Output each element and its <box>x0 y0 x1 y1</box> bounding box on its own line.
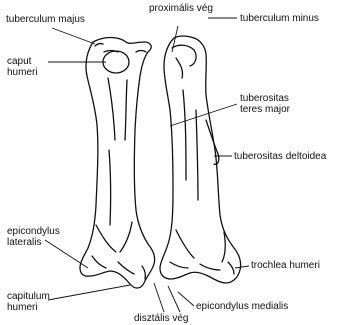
label-tuberculum-minus: tuberculum minus <box>240 13 319 24</box>
label-caput-humeri-line2: humeri <box>7 67 38 78</box>
label-tuberositas-teres-major-line1: tuberositas <box>240 93 289 104</box>
label-capitulum-humeri-line1: capitulum <box>7 291 50 302</box>
label-disztalis-veg: disztális vég <box>134 313 188 324</box>
label-epicondylus-lateralis-line2: lateralis <box>7 237 41 248</box>
left-humerus <box>80 38 155 289</box>
label-trochlea-humeri: trochlea humeri <box>251 260 320 271</box>
label-tuberositas-teres-major-line2: teres major <box>240 104 290 115</box>
label-tuberculum-majus: tuberculum majus <box>6 14 85 25</box>
label-epicondylus-lateralis-line1: epicondylus <box>7 226 60 237</box>
leader-lines <box>45 18 249 312</box>
label-capitulum-humeri-line2: humeri <box>7 302 38 313</box>
label-proximalis-veg: proximális vég <box>149 3 213 14</box>
label-epicondylus-medialis: epicondylus medialis <box>196 301 288 312</box>
label-tuberositas-deltoidea: tuberositas deltoidea <box>234 151 326 162</box>
right-humerus <box>160 36 241 283</box>
label-caput-humeri-line1: caput <box>7 56 31 67</box>
